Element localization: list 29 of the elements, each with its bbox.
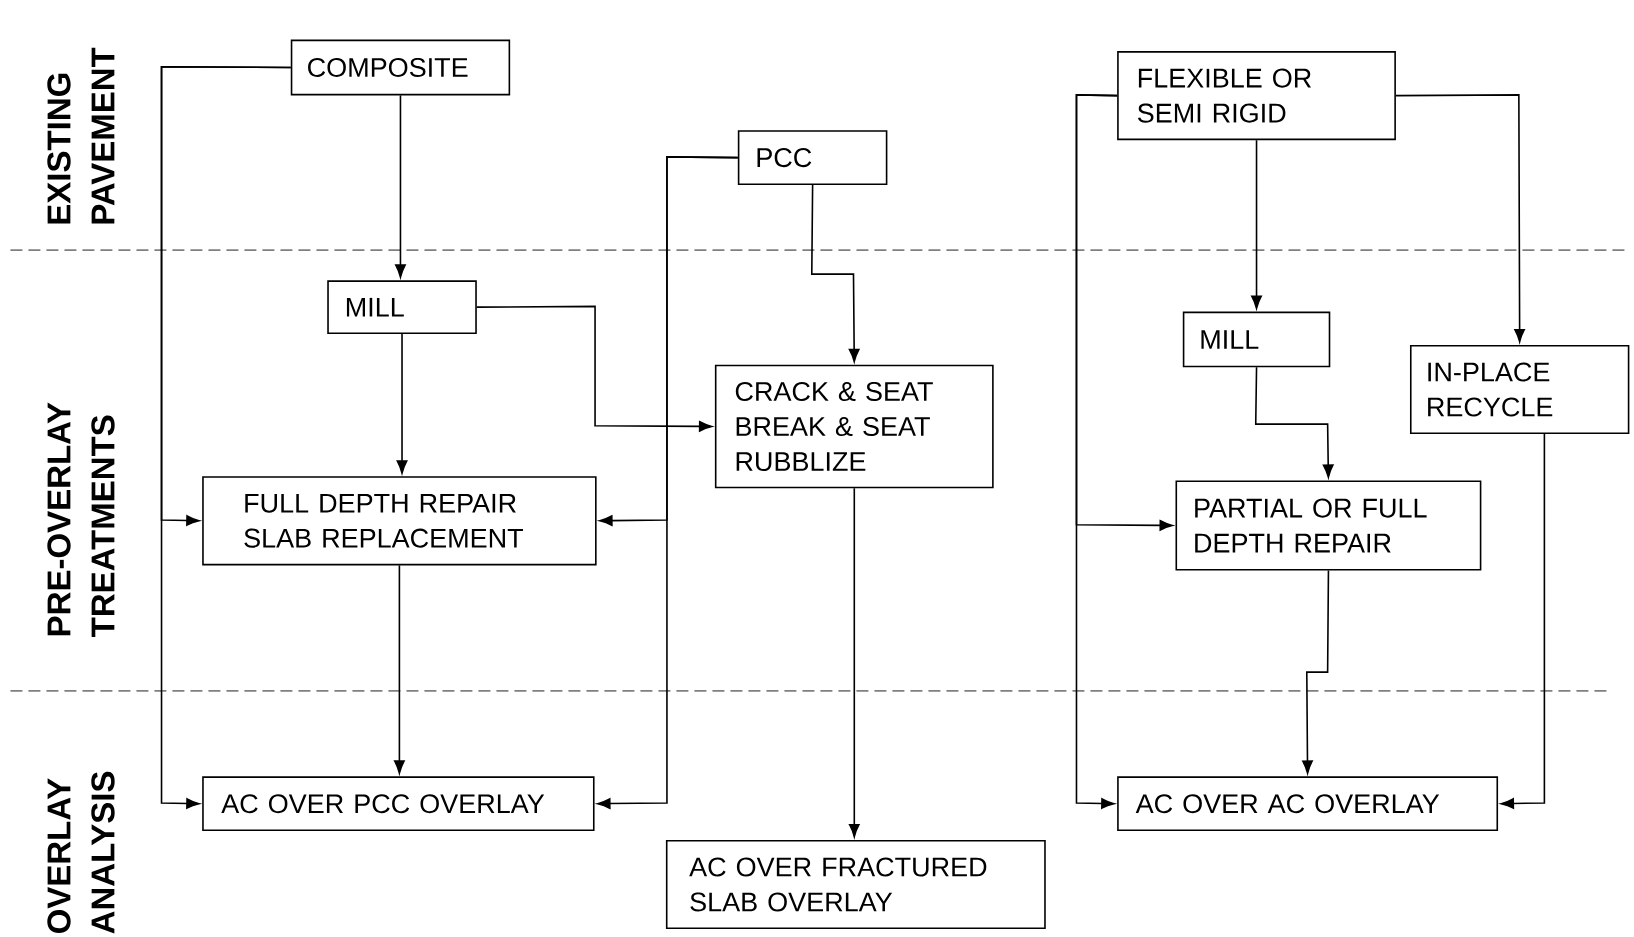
process-box: MILL [327, 280, 477, 335]
process-box: CRACK & SEAT BREAK & SEAT RUBBLIZE [714, 364, 994, 489]
section-label: EXISTING PAVEMENT [47, 47, 115, 224]
arrow [848, 487, 860, 838]
arrow [811, 184, 860, 363]
process-box: COMPOSITE [290, 39, 511, 96]
arrow [476, 305, 713, 432]
arrow [1254, 366, 1334, 478]
process-box: AC OVER PCC OVERLAY [202, 776, 595, 832]
process-box: FLEXIBLE OR SEMI RIGID [1117, 51, 1396, 141]
arrow [1251, 139, 1262, 310]
section-label: PRE-OVERLAY TREATMENTS [47, 402, 115, 638]
process-box: IN-PLACE RECYCLE [1409, 345, 1630, 435]
arrow [395, 94, 406, 278]
arrow [597, 156, 739, 810]
arrow [396, 333, 408, 474]
process-box: PCC [737, 130, 888, 186]
process-box: MILL [1182, 311, 1331, 368]
arrow [394, 564, 405, 774]
section-label: OVERLAY ANALYSIS [47, 771, 115, 934]
arrow [1302, 569, 1330, 774]
process-box: AC OVER FRACTURED SLAB OVERLAY [665, 840, 1046, 930]
arrow [1395, 94, 1526, 343]
process-box: PARTIAL OR FULL DEPTH REPAIR [1175, 480, 1482, 571]
arrow [1500, 433, 1546, 809]
process-box: AC OVER AC OVERLAY [1117, 776, 1499, 832]
arrow [1075, 94, 1118, 809]
arrow [160, 65, 292, 809]
process-box: FULL DEPTH REPAIR SLAB REPLACEMENT [202, 476, 597, 566]
